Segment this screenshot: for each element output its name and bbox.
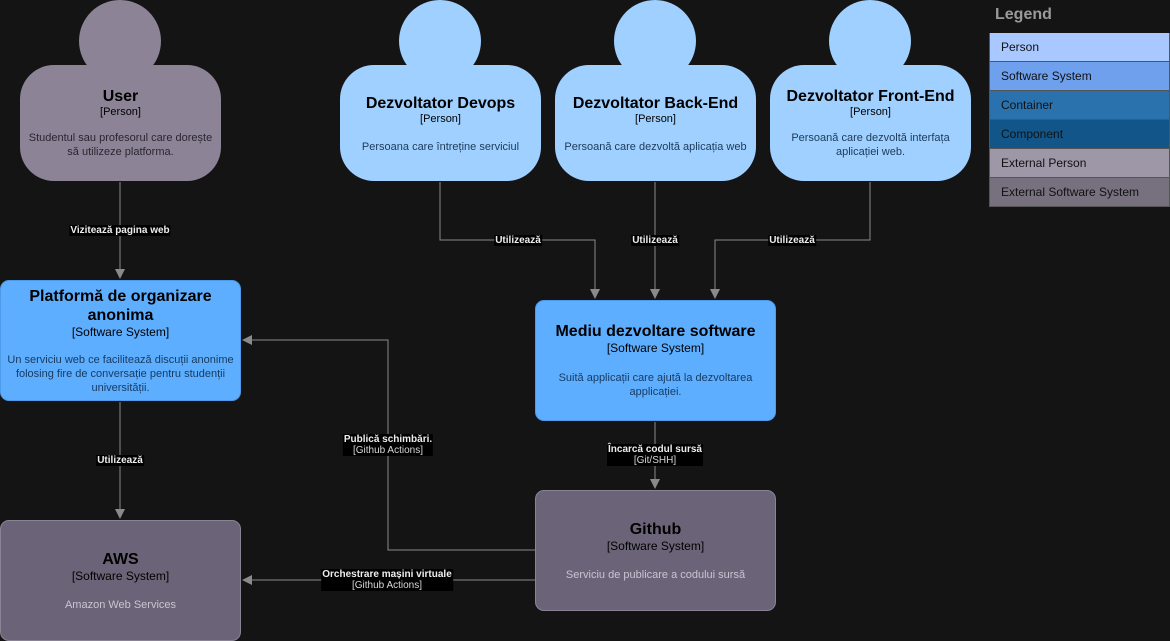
edge-label-tech: [Github Actions]	[321, 580, 453, 591]
frontend-description: Persoană care dezvoltă interfața aplicaț…	[791, 132, 950, 158]
aws-type: [Software System]	[71, 568, 170, 583]
edge-label-backend-devenv: Utilizează	[631, 235, 679, 246]
legend-title: Legend	[995, 6, 1052, 23]
edge-label-frontend-devenv: Utilizează	[768, 235, 816, 246]
devops-type: [Person]	[420, 113, 461, 125]
devops-title: Dezvoltator Devops	[365, 95, 516, 112]
backend-type: [Person]	[635, 113, 676, 125]
edge-label-github-aws: Orchestrare mașini virtuale [Github Acti…	[321, 569, 453, 591]
edge-label-text: Utilizează	[96, 455, 144, 466]
system-github[interactable]: Github [Software System] Serviciu de pub…	[535, 490, 776, 611]
edge-label-text: Vizitează pagina web	[69, 225, 171, 236]
edge-label-text: Încarcă codul sursă	[607, 444, 703, 455]
platform-type: [Software System]	[71, 324, 170, 339]
github-description: Serviciu de publicare a codului sursă	[565, 568, 746, 581]
user-description: Studentul sau profesorul care dorește să…	[28, 132, 213, 158]
devops-description: Persoana care întreține serviciul	[361, 141, 520, 153]
aws-title: AWS	[102, 550, 139, 568]
legend-item-component: Component	[989, 120, 1170, 149]
frontend-title: Dezvoltator Front-End	[786, 88, 955, 105]
legend-item-person: Person	[989, 33, 1170, 62]
platform-title: Platformă de organizare anonima	[29, 287, 212, 324]
edge-label-text: Utilizează	[768, 235, 816, 246]
edge-label-text: Utilizează	[631, 235, 679, 246]
edge-label-tech: [Github Actions]	[342, 445, 434, 456]
frontend-type: [Person]	[850, 106, 891, 118]
devenv-description: Suită applicații care ajută la dezvoltar…	[558, 372, 753, 398]
legend-item-external-software-system: External Software System	[989, 178, 1170, 207]
edge-label-text: Orchestrare mașini virtuale	[321, 569, 453, 580]
legend: Legend Person Software System Container …	[989, 6, 1170, 207]
edge-label-user-platform: Vizitează pagina web	[69, 225, 171, 236]
legend-item-external-person: External Person	[989, 149, 1170, 178]
edge-label-text: Publică schimbări.	[342, 434, 434, 445]
user-title: User	[102, 88, 139, 105]
legend-item-container: Container	[989, 91, 1170, 120]
edge-label-platform-aws: Utilizează	[96, 455, 144, 466]
platform-description: Un serviciu web ce facilitează discuții …	[7, 353, 234, 394]
devenv-title: Mediu dezvoltare software	[555, 323, 756, 340]
system-aws[interactable]: AWS [Software System] Amazon Web Service…	[0, 520, 241, 641]
legend-item-software-system: Software System	[989, 62, 1170, 91]
backend-description: Persoană care dezvoltă aplicația web	[564, 141, 747, 153]
backend-title: Dezvoltator Back-End	[572, 95, 739, 112]
system-devenv[interactable]: Mediu dezvoltare software [Software Syst…	[535, 300, 776, 421]
aws-description: Amazon Web Services	[64, 598, 177, 611]
user-type: [Person]	[100, 106, 141, 118]
devenv-type: [Software System]	[606, 341, 705, 355]
github-title: Github	[629, 520, 682, 538]
edge-label-tech: [Git/SHH]	[607, 455, 703, 466]
edge-label-github-platform: Publică schimbări. [Github Actions]	[342, 434, 434, 456]
github-type: [Software System]	[606, 538, 705, 553]
edge-label-devops-devenv: Utilizează	[494, 235, 542, 246]
system-platform[interactable]: Platformă de organizare anonima [Softwar…	[0, 280, 241, 401]
edge-label-text: Utilizează	[494, 235, 542, 246]
edge-label-devenv-github: Încarcă codul sursă [Git/SHH]	[607, 444, 703, 466]
